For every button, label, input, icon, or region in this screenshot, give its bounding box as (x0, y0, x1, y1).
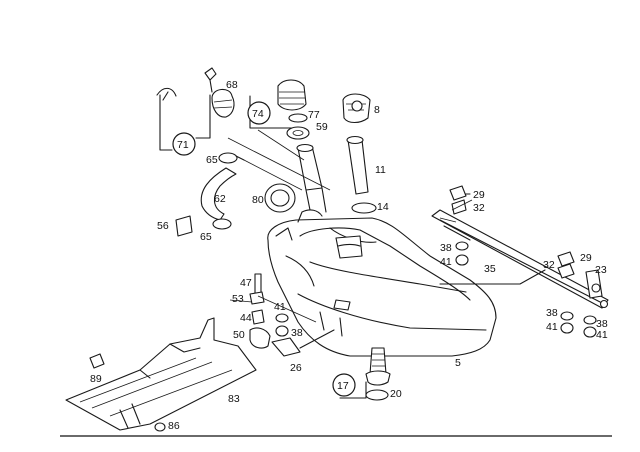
label-11: 11 (375, 164, 386, 176)
label-38-center: 38 (291, 327, 303, 339)
label-77: 77 (308, 109, 320, 121)
label-65-upper: 65 (206, 154, 218, 166)
callout-circle-71[interactable] (172, 132, 196, 156)
label-29-upper: 29 (473, 189, 485, 201)
label-65-lower: 65 (200, 231, 212, 243)
label-53: 53 (232, 293, 244, 305)
label-68: 68 (226, 79, 238, 91)
part-17-fuel-sender: 17 20 (332, 347, 402, 401)
part-35-cross-member: 35 (431, 209, 609, 309)
label-50: 50 (233, 329, 245, 341)
label-41-right-a: 41 (546, 321, 558, 333)
part-38-41-mounts-mid: 38 41 (440, 241, 469, 268)
label-5: 5 (455, 357, 461, 369)
label-44: 44 (240, 312, 252, 324)
label-41-center: 41 (274, 301, 286, 313)
callout-circle-17[interactable] (332, 373, 356, 397)
label-83: 83 (228, 393, 240, 405)
label-41-right-b: 41 (596, 329, 608, 341)
part-62-hose: 62 (200, 167, 237, 221)
part-8-filler-cap: 8 (342, 93, 380, 124)
label-32-right: 32 (543, 259, 555, 271)
label-56: 56 (157, 220, 169, 232)
part-29-32-brackets-upper: 29 32 (449, 185, 485, 215)
part-44-nut: 44 (240, 309, 265, 325)
callout-circle-74[interactable] (247, 101, 271, 125)
part-50-bracket: 50 (233, 327, 271, 349)
part-group-74: 74 77 59 (247, 79, 328, 140)
label-41-mid: 41 (440, 256, 452, 268)
part-41-38-mounts-center: 41 38 (274, 301, 303, 339)
part-89-bushing: 89 (89, 353, 105, 385)
label-89: 89 (90, 373, 102, 385)
part-56-plug: 56 (157, 215, 193, 237)
label-26: 26 (290, 362, 302, 374)
part-11-filler-tube: 11 (346, 135, 386, 195)
label-17: 17 (337, 380, 349, 392)
label-38-right-a: 38 (546, 307, 558, 319)
part-14-seal: 14 (351, 201, 389, 214)
label-86: 86 (168, 420, 180, 432)
part-68-grommet: 68 (204, 67, 238, 118)
part-38-41-mounts-right: 38 41 38 41 (546, 307, 608, 341)
part-26-strap: 26 (271, 329, 335, 374)
label-38-mid: 38 (440, 242, 452, 254)
part-group-71: 71 (156, 87, 211, 156)
part-83-heat-shield: 83 (65, 317, 257, 431)
label-29-right: 29 (580, 252, 592, 264)
label-74: 74 (252, 108, 264, 120)
label-47: 47 (240, 277, 252, 289)
label-71: 71 (177, 139, 189, 151)
part-80-grommet: 80 (252, 183, 296, 213)
label-8: 8 (374, 104, 380, 116)
part-53-clip: 53 (232, 291, 265, 305)
label-62: 62 (214, 193, 226, 205)
label-23: 23 (595, 264, 607, 276)
label-80: 80 (252, 194, 264, 206)
part-5-fuel-tank: 5 (267, 209, 497, 369)
part-29-32-23-brackets-right: 29 32 23 (543, 251, 609, 309)
part-86-nut: 86 (154, 420, 180, 432)
label-14: 14 (377, 201, 389, 213)
filler-pipe (296, 143, 327, 213)
label-59: 59 (316, 121, 328, 133)
label-32-upper: 32 (473, 202, 485, 214)
part-65-clamp-lower: 65 (200, 218, 232, 243)
label-38-right-b: 38 (596, 318, 608, 330)
leader-lines (227, 129, 473, 323)
label-20: 20 (390, 388, 402, 400)
part-65-clamp-upper: 65 (206, 152, 245, 166)
label-35: 35 (484, 263, 496, 275)
